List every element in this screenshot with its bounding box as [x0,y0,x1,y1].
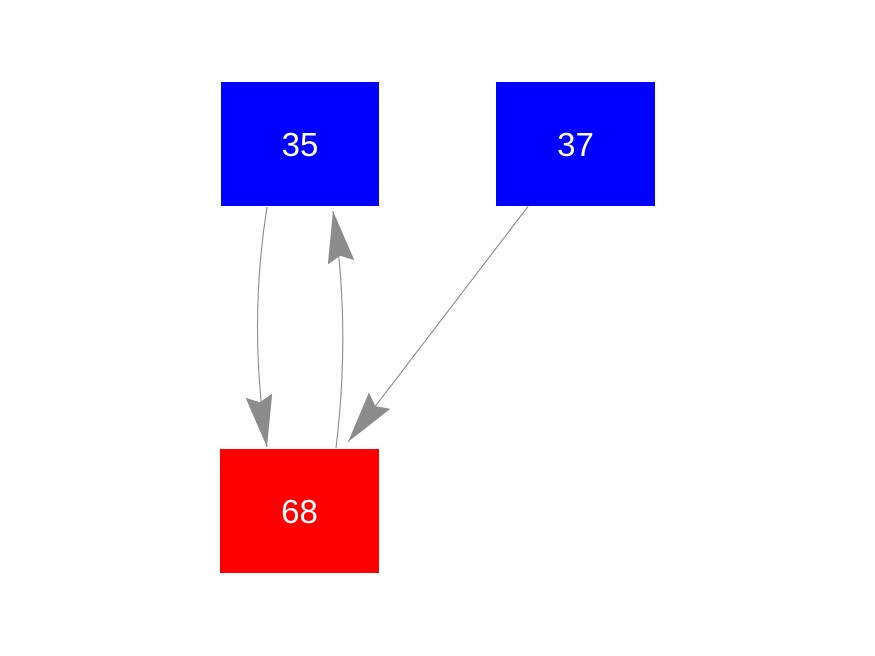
node-label: 37 [557,125,594,163]
edge-68-to-35 [327,210,355,449]
node-label: 68 [281,492,318,530]
graph-node-3: 68 [220,449,379,573]
graph-node-1: 35 [221,82,379,206]
graph-node-2: 37 [496,82,655,206]
edge-37-to-68 [347,206,529,443]
arrowhead-35-to-68 [245,393,273,447]
arrowhead-68-to-35 [327,211,355,265]
node-label: 35 [281,125,319,163]
edge-35-to-68 [245,206,273,448]
arrowhead-37-to-68 [348,392,391,442]
